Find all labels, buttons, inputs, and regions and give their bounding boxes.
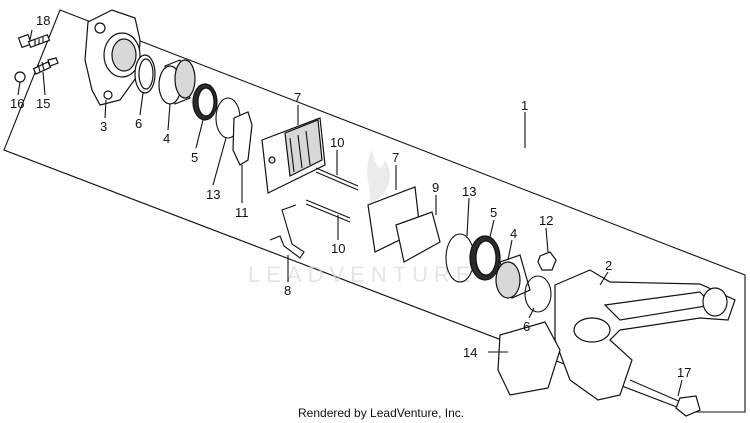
pad-pin-10-bottom[interactable] — [305, 199, 351, 223]
callout-2: 2 — [605, 258, 612, 273]
callout-7-top: 7 — [294, 90, 301, 105]
bleeder-valve-15[interactable] — [32, 57, 59, 75]
piston-4-right[interactable] — [495, 254, 531, 299]
callout-6-left: 6 — [135, 116, 142, 131]
caliper-body-3[interactable] — [84, 9, 141, 106]
piston-4-left[interactable] — [158, 59, 196, 105]
watermark: LEADVENTURE — [248, 150, 477, 287]
pad-retainer-14[interactable] — [497, 321, 561, 396]
caliper-bracket-2[interactable] — [554, 269, 736, 401]
dust-seal-6-right[interactable] — [524, 275, 552, 313]
bolt-18[interactable] — [17, 33, 51, 49]
piston-seal-5-right[interactable] — [469, 235, 501, 281]
callout-5-left: 5 — [191, 150, 198, 165]
assembly-boundary — [3, 9, 746, 413]
callout-17: 17 — [677, 365, 691, 380]
dust-seal-6-left[interactable] — [134, 54, 156, 94]
callout-7-middle: 7 — [392, 150, 399, 165]
callout-9: 9 — [432, 180, 439, 195]
shim-9[interactable] — [395, 211, 441, 263]
callout-6-right: 6 — [523, 319, 530, 334]
piston-seal-5-left[interactable] — [192, 83, 218, 121]
cap-16[interactable] — [14, 71, 26, 83]
callout-13-right: 13 — [462, 184, 476, 199]
callout-12: 12 — [539, 213, 553, 228]
callout-18: 18 — [36, 13, 50, 28]
watermark-text: LEADVENTURE — [248, 262, 477, 287]
shim-11[interactable] — [232, 111, 253, 166]
callout-1: 1 — [521, 98, 528, 113]
nut-12[interactable] — [537, 251, 557, 271]
callout-16: 16 — [10, 96, 24, 111]
callout-10-top: 10 — [330, 135, 344, 150]
callout-8: 8 — [284, 283, 291, 298]
pad-spring-8[interactable] — [269, 204, 305, 259]
callout-5-right: 5 — [490, 205, 497, 220]
callout-4-right: 4 — [510, 226, 517, 241]
credit-text: Rendered by LeadVenture, Inc. — [298, 406, 465, 420]
callout-13-left: 13 — [206, 187, 220, 202]
callout-14: 14 — [463, 345, 477, 360]
callout-labels: 18 15 16 3 6 4 5 13 11 7 10 10 8 7 9 13 … — [10, 13, 691, 380]
brake-pad-7-top[interactable] — [261, 117, 326, 194]
callout-10-bottom: 10 — [331, 241, 345, 256]
callout-11: 11 — [235, 205, 249, 220]
callout-15: 15 — [36, 96, 50, 111]
callout-4-left: 4 — [163, 131, 170, 146]
callout-3: 3 — [100, 119, 107, 134]
leader-lines — [17, 29, 683, 397]
pad-pin-10-top[interactable] — [315, 167, 359, 191]
bolt-17[interactable] — [629, 379, 701, 417]
